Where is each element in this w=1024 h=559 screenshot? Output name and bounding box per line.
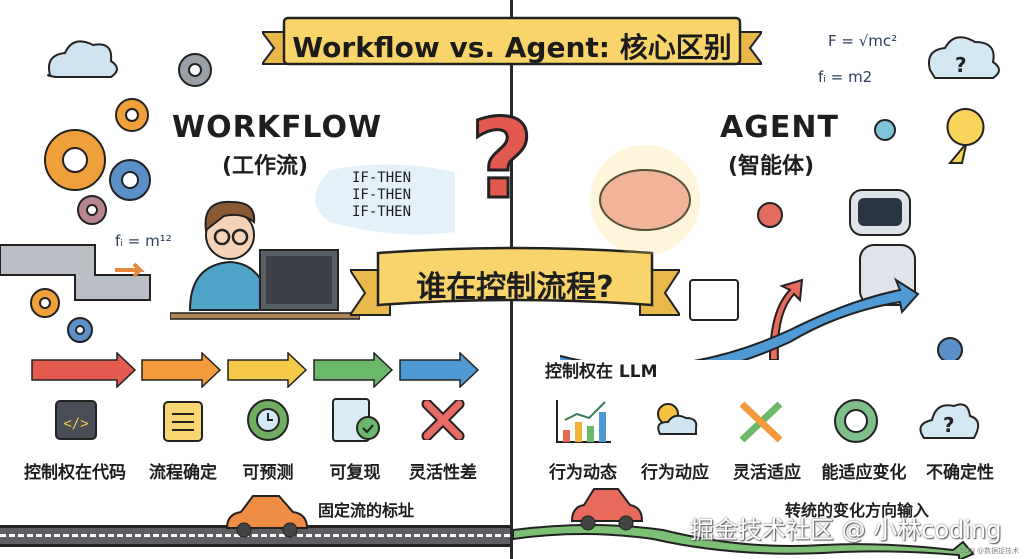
clipboard-checklist-icon — [163, 401, 203, 442]
watermark: 掘金技术社区 @ 小林coding — [690, 516, 1002, 544]
center-question: 谁在控制流程? — [416, 270, 614, 305]
agent-formula: F = √mc² — [828, 32, 898, 50]
feature-label: 行为动应 — [641, 463, 709, 483]
question-mark-icon: ? — [469, 94, 536, 225]
feature-label: 灵活适应 — [733, 463, 801, 483]
left-road-caption: 固定流的标址 — [318, 501, 415, 520]
code-line: IF-THEN — [352, 187, 412, 203]
svg-text:?: ? — [955, 53, 967, 77]
feature-label: 不确定性 — [926, 463, 994, 483]
workflow-subheading: (工作流) — [222, 154, 309, 179]
svg-text:?: ? — [943, 413, 955, 437]
workflow-heading: WORKFLOW — [172, 110, 383, 145]
red-x-icon — [421, 400, 465, 440]
code-cloud-decoration — [315, 164, 455, 235]
agent-subheading: (智能体) — [728, 154, 815, 179]
workflow-formula: fᵢ = m¹² — [115, 232, 172, 250]
title-banner — [262, 16, 762, 66]
code-line: IF-THEN — [352, 170, 412, 186]
question-cloud-icon: ? — [919, 403, 980, 439]
feature-label: 流程确定 — [149, 463, 217, 483]
agent-formula: fᵢ = m2 — [818, 68, 873, 86]
center-ribbon — [350, 246, 680, 316]
if-then-code: IF-THEN IF-THEN IF-THEN — [352, 170, 411, 221]
gear-refresh-icon — [834, 399, 878, 443]
gear-clock-icon — [247, 399, 289, 441]
developer-at-computer-illustration — [170, 200, 360, 320]
red-car-icon — [570, 488, 644, 531]
feature-label: 能适应变化 — [821, 463, 907, 483]
agent-heading: AGENT — [720, 110, 839, 145]
orange-car-icon — [225, 495, 309, 538]
svg-text:</>: </> — [63, 416, 88, 432]
code-window-icon: </> — [55, 400, 97, 440]
feature-label: 控制权在代码 — [24, 463, 126, 483]
feature-label: 行为动态 — [549, 463, 617, 483]
source-tag: CSDN @数据捉技术 — [955, 547, 1020, 555]
feature-label: 可复现 — [329, 463, 381, 483]
bar-chart-trend-icon — [556, 400, 611, 443]
weather-cloud-icon — [657, 403, 698, 435]
code-line: IF-THEN — [352, 204, 412, 220]
workflow-sequence-arrows — [31, 352, 480, 388]
feature-label: 灵活性差 — [409, 463, 477, 483]
right-road-caption: 转统的变化方向输入 — [785, 501, 930, 520]
document-check-icon — [332, 398, 380, 442]
gears-decoration-icon — [0, 40, 212, 343]
llm-control-caption: 控制权在 LLM — [545, 362, 658, 382]
winding-road — [513, 524, 975, 559]
page-title: Workflow vs. Agent: 核心区别 — [292, 31, 732, 64]
agent-illustration: ? — [560, 36, 1000, 360]
crossing-arrows-icon — [739, 401, 783, 443]
feature-label: 可预测 — [242, 463, 294, 483]
